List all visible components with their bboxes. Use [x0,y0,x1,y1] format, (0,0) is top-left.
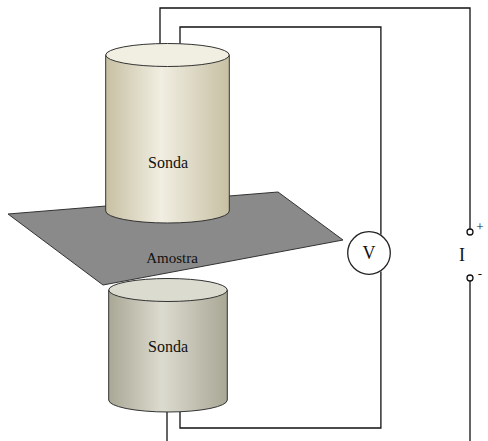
terminal-sign: - [478,267,482,280]
terminal [467,275,473,281]
probe-cylinder: Sonda [105,43,230,223]
node-label: V [363,244,376,262]
current-label: I [459,246,465,264]
probe-cylinder-shape [105,43,230,223]
voltmeter-circle: V [347,231,391,275]
terminal-sign: + [476,220,483,233]
node-label: Amostra [146,251,198,266]
current-wire-bottom [469,281,470,441]
current-wire-probe [166,410,167,441]
node-label: Sonda [148,155,188,171]
terminal [467,229,473,235]
probe-cylinder: Sonda [108,278,228,412]
node-label: Sonda [148,339,188,355]
